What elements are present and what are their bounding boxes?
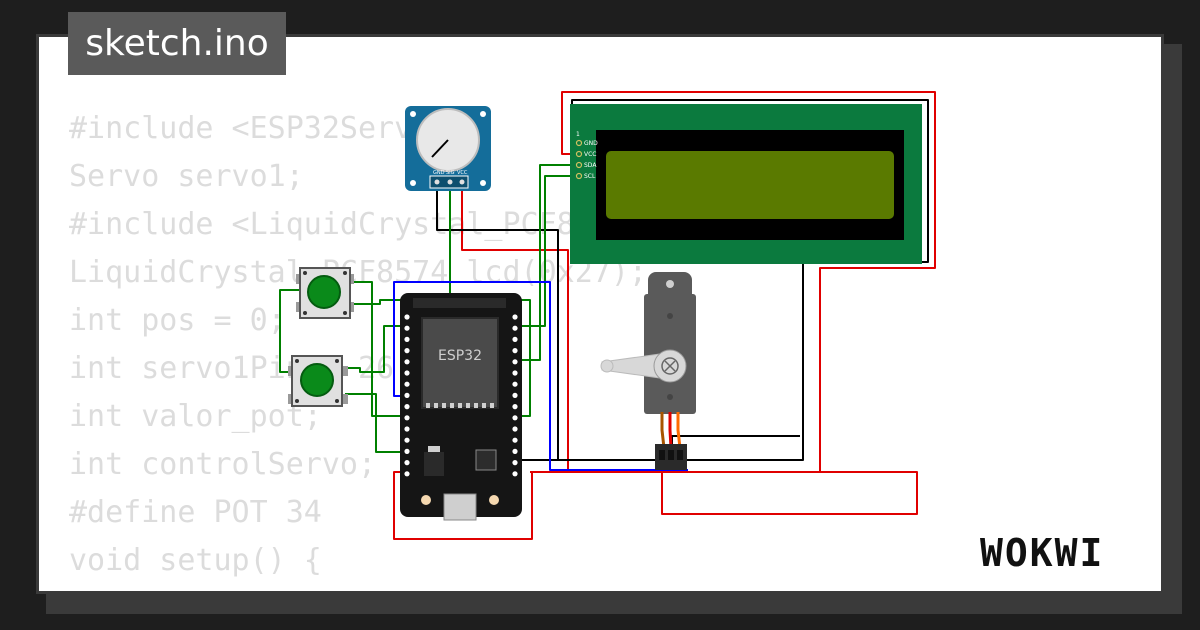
esp32-pin: [512, 336, 518, 342]
lcd-screen: [606, 151, 894, 219]
chip-pad: [490, 403, 494, 408]
led-user: [489, 495, 499, 505]
esp32-board[interactable]: ESP32: [400, 293, 522, 521]
chip-pad: [426, 403, 430, 408]
lcd-corner-label: 1: [576, 131, 580, 138]
esp32-pin: [512, 415, 518, 421]
esp32-pin: [512, 471, 518, 477]
wires: [279, 91, 936, 540]
esp32-pin: [404, 325, 410, 331]
esp32-pin: [404, 314, 410, 320]
esp32-pin: [404, 381, 410, 387]
esp32-pin: [404, 426, 410, 432]
wire-green[interactable]: [350, 281, 405, 417]
wire-green[interactable]: [345, 393, 405, 453]
wire-blue[interactable]: [393, 281, 688, 471]
chip-pad: [474, 403, 478, 408]
chip-pad: [458, 403, 462, 408]
chip-pad: [482, 403, 486, 408]
esp32-label: ESP32: [438, 348, 482, 364]
esp32-pin: [404, 392, 410, 398]
esp32-pin: [512, 437, 518, 443]
lcd-display[interactable]: 1 GND VCC SDA SCL: [570, 104, 922, 264]
wire-red[interactable]: [661, 469, 918, 515]
lcd-pin-sda: SDA: [584, 162, 597, 169]
wokwi-logo: WOKWI: [978, 530, 1150, 574]
esp32-pin: [404, 415, 410, 421]
esp32-pin: [404, 437, 410, 443]
button-cap[interactable]: [307, 275, 341, 309]
code-line: #define POT 34: [69, 495, 322, 530]
button-cap[interactable]: [300, 363, 334, 397]
wire-red[interactable]: [530, 91, 936, 473]
esp32-pin: [512, 359, 518, 365]
lcd-pin-scl: SCL: [584, 173, 596, 180]
esp32-chip-pads: [426, 403, 494, 408]
code-line: int servo1Pin = 26;: [69, 351, 413, 386]
led-power: [421, 495, 431, 505]
esp32-pin: [512, 325, 518, 331]
esp32-pin-header-right: [512, 314, 518, 477]
usb-port: [443, 493, 477, 521]
brand-name: WOKWI: [980, 531, 1104, 574]
file-tab[interactable]: sketch.ino: [68, 12, 286, 75]
wire-green[interactable]: [279, 289, 300, 373]
code-line: int controlServo;: [69, 447, 377, 482]
pot-pin-sig: SIG: [446, 170, 455, 176]
chip-pad: [466, 403, 470, 408]
esp32-pin: [512, 348, 518, 354]
esp32-pin: [404, 404, 410, 410]
esp32-pin: [512, 460, 518, 466]
wire-red[interactable]: [393, 471, 533, 540]
esp32-pin: [404, 359, 410, 365]
chip-pad: [450, 403, 454, 408]
esp32-pin: [404, 471, 410, 477]
chip-pad: [442, 403, 446, 408]
esp32-pin: [512, 426, 518, 432]
wire-black[interactable]: [436, 182, 559, 460]
esp32-pin: [512, 448, 518, 454]
pushbutton-bottom[interactable]: [288, 355, 348, 407]
esp32-pin-header-left: [404, 314, 410, 477]
servo-motor[interactable]: [600, 272, 696, 470]
pot-pin-vcc: VCC: [457, 170, 468, 176]
wire-green[interactable]: [345, 325, 405, 373]
wire-red[interactable]: [461, 182, 569, 472]
pushbutton-top[interactable]: [296, 267, 354, 319]
esp32-pin: [404, 348, 410, 354]
wire-green[interactable]: [516, 164, 577, 361]
pot-pin-gnd: GND: [433, 170, 445, 176]
esp32-pin: [512, 314, 518, 320]
esp32-pin: [512, 392, 518, 398]
lcd-pin-gnd: GND: [584, 140, 598, 147]
esp32-pin: [404, 370, 410, 376]
esp32-pin: [512, 370, 518, 376]
code-line: Servo servo1;: [69, 159, 304, 194]
esp32-pin: [512, 381, 518, 387]
lcd-pin-vcc: VCC: [584, 151, 596, 158]
code-line: void setup() {: [69, 543, 322, 578]
potentiometer[interactable]: GND SIG VCC: [405, 106, 491, 191]
esp32-pin: [404, 460, 410, 466]
esp32-pin: [404, 336, 410, 342]
esp32-pin: [512, 404, 518, 410]
code-line: int valor_pot;: [69, 399, 322, 434]
esp32-pin: [404, 448, 410, 454]
chip-pad: [434, 403, 438, 408]
wire-black[interactable]: [671, 435, 800, 452]
